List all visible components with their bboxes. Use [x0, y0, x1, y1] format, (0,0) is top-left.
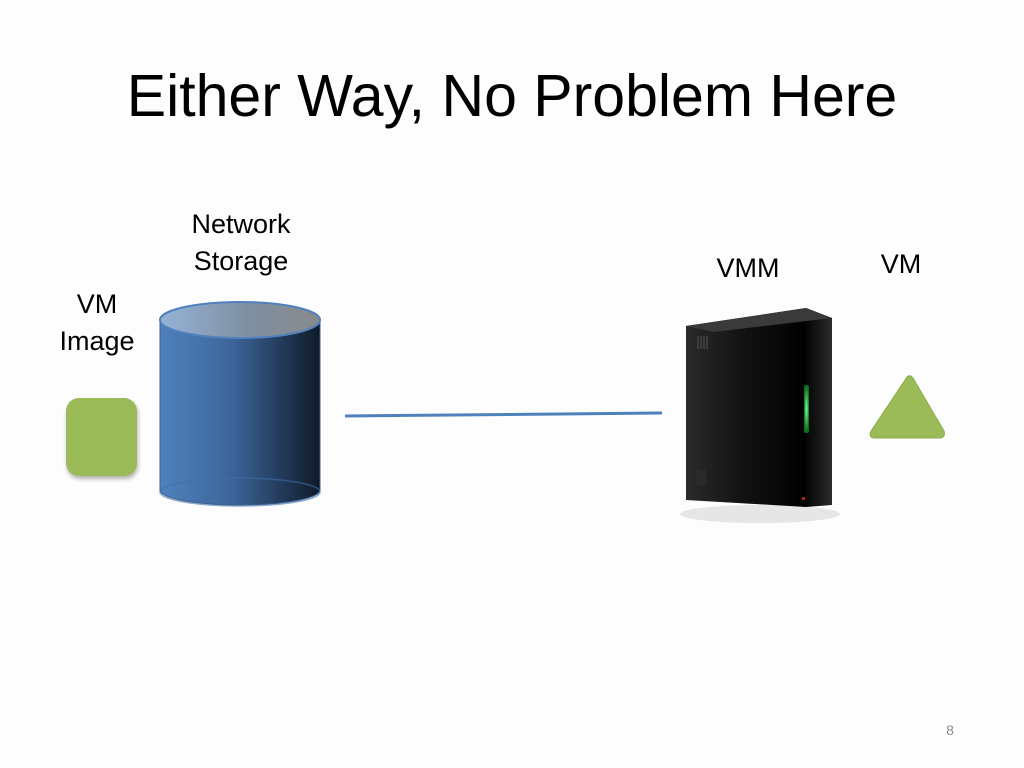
storage-cylinder-icon [159, 301, 321, 507]
vm-label: VM [880, 249, 922, 279]
network-link-line [344, 411, 663, 418]
vmm-label: VMM [716, 253, 780, 283]
vm-image-label-text: VM Image [59, 289, 135, 356]
slide-title: Either Way, No Problem Here [126, 63, 898, 129]
network-storage-label: Network Storage [170, 206, 312, 280]
page-number: 8 [946, 722, 954, 738]
vm-triangle-icon [869, 375, 945, 439]
server-tower-icon [680, 308, 840, 523]
vm-image-square-icon [66, 398, 137, 476]
vm-image-label: VM Image [42, 286, 152, 360]
network-storage-label-text: Network Storage [191, 209, 291, 276]
